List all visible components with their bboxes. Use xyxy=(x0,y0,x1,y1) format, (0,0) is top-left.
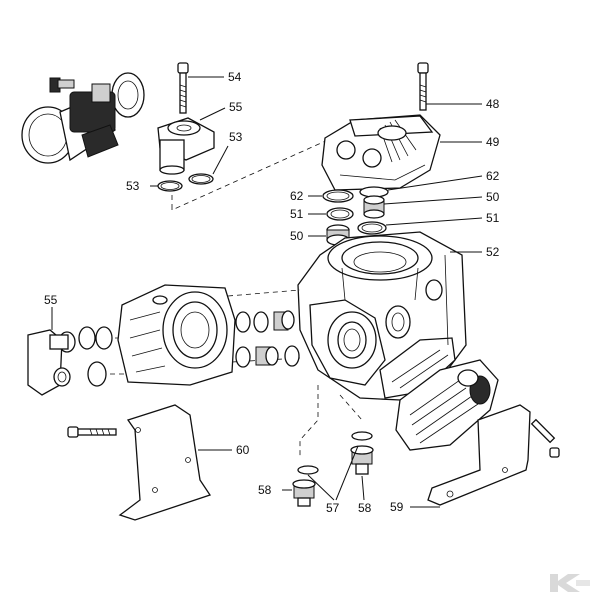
valve-mid-lower xyxy=(255,346,279,366)
o-ring-mid-3 xyxy=(235,346,251,368)
callout-54: 54 xyxy=(228,70,242,84)
elbow-fitting-55-left xyxy=(27,329,76,396)
callout-58a: 58 xyxy=(258,483,272,497)
callout-58b: 58 xyxy=(358,501,372,515)
o-ring-left-3 xyxy=(87,361,107,387)
drain-plug-58-left xyxy=(292,479,316,507)
assembled-pump-thumbnail xyxy=(21,72,145,164)
k-logo-icon xyxy=(550,574,590,592)
drain-plug-58-right xyxy=(350,445,374,475)
o-ring-mid-2 xyxy=(253,311,269,333)
mounting-bracket-59 xyxy=(427,404,560,506)
callout-53b: 53 xyxy=(126,179,140,193)
valve-50-right xyxy=(363,195,385,219)
o-ring-left-1 xyxy=(78,326,96,350)
callout-57: 57 xyxy=(326,501,340,515)
bolt-48 xyxy=(417,62,429,111)
callout-60: 60 xyxy=(236,443,250,457)
mounting-bracket-60 xyxy=(67,404,212,521)
callout-55a: 55 xyxy=(229,100,243,114)
o-ring-left-2 xyxy=(95,326,113,350)
pump-body-52 xyxy=(297,231,467,401)
callout-52: 52 xyxy=(486,245,500,259)
elbow-fitting-55-top xyxy=(157,117,215,175)
callout-51b: 51 xyxy=(486,211,500,225)
callout-50b: 50 xyxy=(486,190,500,204)
callout-50a: 50 xyxy=(290,229,304,243)
callout-48: 48 xyxy=(486,97,500,111)
callout-49: 49 xyxy=(486,135,500,149)
o-ring-mid-1 xyxy=(235,311,251,333)
o-ring-57 xyxy=(297,465,319,475)
o-ring-mid-4 xyxy=(284,345,300,367)
side-cover-59 xyxy=(395,359,499,451)
callout-59: 59 xyxy=(390,500,404,514)
callout-62a: 62 xyxy=(290,189,304,203)
callout-55b: 55 xyxy=(44,293,58,307)
bolt-54 xyxy=(177,62,189,114)
side-manifold-plate xyxy=(117,284,236,386)
valve-mid-upper xyxy=(273,310,295,331)
o-ring-upper-57 xyxy=(351,431,373,441)
callout-53a: 53 xyxy=(229,130,243,144)
callout-62b: 62 xyxy=(486,169,500,183)
pump-head-cover-49 xyxy=(321,114,441,191)
callout-51a: 51 xyxy=(290,207,304,221)
